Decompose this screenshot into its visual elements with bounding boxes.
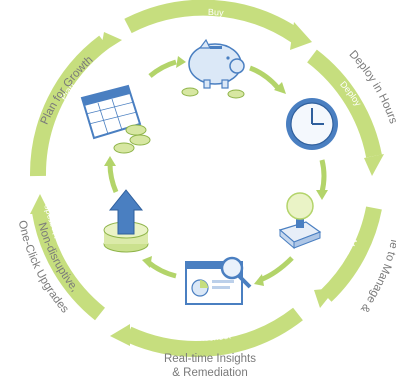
caption-troubleshoot-line1: Real-time Insights	[164, 353, 256, 365]
flow-arrow-upgrade-plan	[107, 163, 119, 193]
magnifier-window-icon	[185, 256, 252, 305]
inner-arrowhead-upgrade	[142, 256, 152, 268]
ring-arrowhead-plan	[100, 32, 122, 54]
inner-arrowhead-deploy	[274, 82, 286, 94]
ring-arrowhead-deploy	[364, 154, 384, 176]
ring-label-buy: Buy	[208, 7, 225, 18]
lightbulb-icon	[278, 192, 322, 250]
piggy-bank-icon	[181, 38, 245, 99]
inner-arrowhead-plan	[104, 156, 116, 166]
inner-arrowhead-buy	[176, 56, 186, 68]
flow-arrow-buy-deploy	[249, 65, 280, 90]
ring-segment-upgrade	[32, 210, 106, 321]
ring-arrowhead-manage	[314, 288, 336, 308]
ring-segment-troubleshoot	[124, 307, 303, 357]
flow-arrow-troubleshoot-upgrade	[146, 260, 177, 279]
ring-arrowhead-upgrade	[30, 194, 50, 214]
ring-label-troubleshoot: Troubleshoot	[179, 330, 232, 343]
outer-ring	[29, 0, 382, 357]
flow-arrow-deploy-manage	[319, 159, 327, 193]
ring-arrowhead-buy	[290, 22, 312, 50]
calendar-icon	[80, 84, 151, 154]
caption-troubleshoot-line2: & Remediation	[172, 367, 247, 379]
ring-segment-deploy	[307, 49, 382, 158]
flow-arrow-plan-buy	[148, 59, 177, 78]
ring-segment-buy	[124, 0, 301, 43]
clock-icon	[286, 98, 338, 150]
ring-segment-plan	[29, 35, 109, 177]
inner-arrowheads	[104, 56, 328, 286]
inner-arrowhead-manage	[316, 190, 328, 200]
upgrade-arrow-icon	[103, 189, 149, 253]
inner-arrowhead-troubleshoot	[254, 274, 264, 286]
ring-arrowhead-troubleshoot	[110, 324, 130, 346]
flow-arrow-manage-troubleshoot	[259, 256, 294, 283]
ring-arrowheads	[30, 22, 384, 346]
